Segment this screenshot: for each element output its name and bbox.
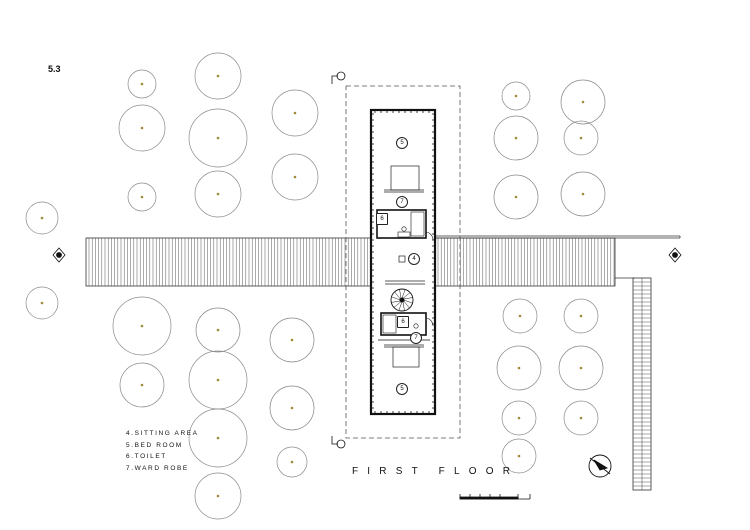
- tree-trunk: [140, 383, 144, 387]
- room-tag-bedroom-south: 5: [396, 383, 408, 395]
- tree-canopy: [563, 298, 599, 334]
- section-marker-east: [668, 247, 682, 263]
- tree-canopy: [194, 52, 242, 100]
- tree-trunk: [140, 82, 144, 86]
- room-tag-wardrobe-north: 7: [396, 196, 408, 208]
- drawing-title: FIRST FLOOR: [352, 466, 520, 477]
- tree-canopy: [493, 174, 539, 220]
- tree-trunk: [216, 328, 220, 332]
- legend-item: 4.SITTING AREA: [126, 430, 199, 437]
- tree-trunk: [293, 175, 297, 179]
- east-deck: [434, 235, 681, 287]
- tree-canopy: [112, 296, 172, 356]
- spiral-stair: [390, 288, 414, 312]
- section-marker-south: [331, 436, 346, 449]
- tree-canopy: [269, 317, 315, 363]
- tree-trunk: [40, 301, 44, 305]
- room-tag-toilet-north: 6: [376, 213, 388, 225]
- tree-trunk: [581, 100, 585, 104]
- room-tag-sitting-area: 4: [408, 253, 420, 265]
- tree-trunk: [216, 74, 220, 78]
- legend-item: 5.BED ROOM: [126, 441, 183, 449]
- sheet-number: 5.3: [48, 64, 61, 74]
- tree-canopy: [188, 408, 248, 468]
- tree-canopy: [195, 307, 241, 353]
- tree-trunk: [517, 366, 521, 370]
- east-stair: [632, 277, 652, 491]
- tree-canopy: [25, 201, 59, 235]
- tree-canopy: [194, 170, 242, 218]
- roof-outline: [345, 85, 461, 439]
- room-tag-toilet-south: 6: [397, 316, 409, 328]
- tree-canopy: [563, 120, 599, 156]
- tree-canopy: [560, 79, 606, 125]
- tree-canopy: [563, 400, 599, 436]
- tree-trunk: [216, 192, 220, 196]
- tree-canopy: [560, 171, 606, 217]
- tree-canopy: [188, 108, 248, 168]
- section-marker-north: [331, 71, 346, 84]
- room-legend: 4.SITTING AREA 5.BED ROOM 6.TOILET 7.WAR…: [126, 428, 199, 474]
- tree-canopy: [493, 115, 539, 161]
- tree-trunk: [579, 136, 583, 140]
- tree-canopy: [271, 89, 319, 137]
- tree-canopy: [496, 345, 542, 391]
- tree-canopy: [194, 472, 242, 520]
- tree-trunk: [517, 416, 521, 420]
- tree-canopy: [269, 385, 315, 431]
- tree-canopy: [276, 446, 308, 478]
- tree-trunk: [514, 195, 518, 199]
- tree-trunk: [581, 192, 585, 196]
- tree-trunk: [216, 494, 220, 498]
- tree-trunk: [216, 436, 220, 440]
- bed-north: [384, 165, 424, 193]
- tree-trunk: [293, 111, 297, 115]
- tree-canopy: [25, 286, 59, 320]
- tree-trunk: [514, 94, 518, 98]
- tree-trunk: [290, 460, 294, 464]
- tree-trunk: [140, 195, 144, 199]
- tree-canopy: [501, 81, 531, 111]
- legend-item: 6.TOILET: [126, 453, 167, 460]
- tree-canopy: [501, 400, 537, 436]
- building-walls: [369, 108, 437, 416]
- tree-trunk: [514, 136, 518, 140]
- legend-item: 7.WARD ROBE: [126, 464, 189, 472]
- tree-trunk: [518, 314, 522, 318]
- tree-canopy: [501, 438, 537, 474]
- tree-canopies: [25, 52, 606, 520]
- sitting-area-furniture: [385, 255, 425, 285]
- tree-canopy: [127, 182, 157, 212]
- tree-canopy: [127, 69, 157, 99]
- tree-canopy: [271, 153, 319, 201]
- section-marker-west: [52, 247, 66, 263]
- tree-canopy: [558, 345, 604, 391]
- north-arrow-icon: [588, 454, 612, 478]
- tree-trunk: [579, 366, 583, 370]
- tree-trunk: [216, 378, 220, 382]
- tree-trunk: [290, 338, 294, 342]
- bed-south: [384, 344, 424, 368]
- tree-trunk: [579, 416, 583, 420]
- tree-trunk: [216, 136, 220, 140]
- tree-trunk: [40, 216, 44, 220]
- tree-trunk: [290, 406, 294, 410]
- tree-trunk: [140, 126, 144, 130]
- tree-trunk: [140, 324, 144, 328]
- tree-trunk: [517, 454, 521, 458]
- room-tag-bedroom-north: 5: [396, 137, 408, 149]
- scale-bar: [459, 494, 531, 500]
- tree-trunk: [579, 314, 583, 318]
- tree-canopy: [502, 298, 538, 334]
- west-deck: [85, 237, 372, 287]
- tree-canopy: [119, 362, 165, 408]
- room-tag-wardrobe-south: 7: [410, 332, 422, 344]
- tree-canopy: [118, 104, 166, 152]
